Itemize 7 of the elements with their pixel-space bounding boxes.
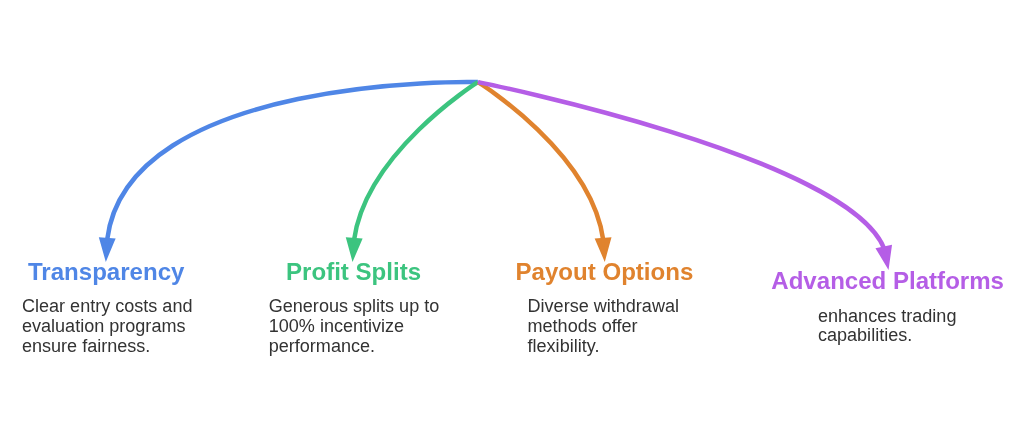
node-text: Profit Splits Generous splits up to 100% incentivize performance. [268,257,439,356]
node-text: Payout Options Diverse withdrawal methods offer flexibility. [515,257,693,356]
node-text: Transparency Clear entry costs and evaluation programs ensure fairness. [21,257,192,356]
arrow [477,79,892,270]
node-text: Advanced Platforms enhances trading capabilities. [770,266,1004,345]
arrow [345,79,479,262]
arrow [98,79,478,262]
